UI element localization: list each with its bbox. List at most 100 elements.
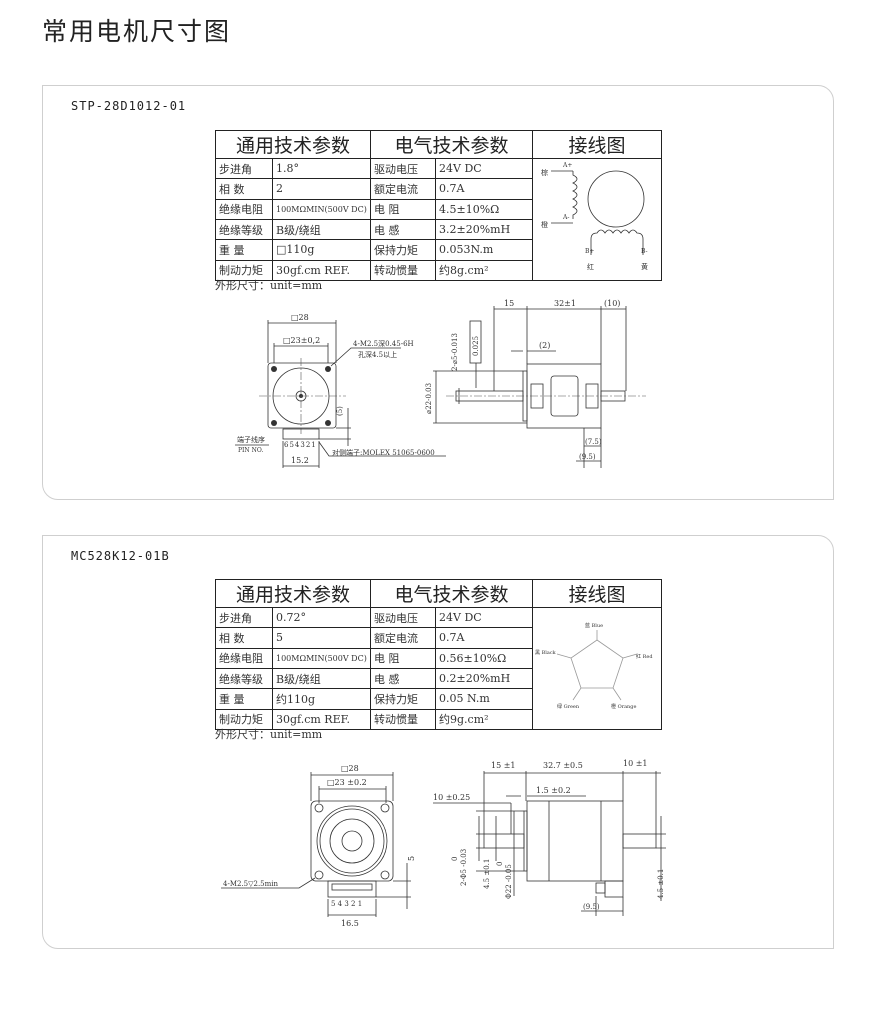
dim-connector-width: 16.5	[341, 919, 359, 928]
header-wiring: 接线图	[532, 579, 662, 608]
wiring-diagram: 棕 A+ 橙 A- B+ B- 红 黄	[532, 158, 662, 281]
dim-shaft-diameter: 2-Φ5 -0.03	[460, 849, 468, 886]
param-value: 24V DC	[435, 606, 533, 629]
dim-flat-front: 4.5 ±0.1	[483, 859, 491, 889]
param-label: 转动惯量	[370, 259, 436, 282]
wire-yellow-label: 黄	[641, 262, 648, 271]
hole-depth-note: 孔深4.5以上	[358, 350, 397, 359]
dim-flange: (2)	[539, 341, 550, 350]
side-view: 15 32±1 (10) (2) 0.025 2-⌀5-0.013 ⌀22-0.…	[425, 299, 646, 468]
wire-a-minus-label: A-	[562, 214, 569, 221]
dimension-drawing: □28 □23±0,2 4-M2.5深0.45-6H 孔深4.5以上 65432…	[235, 299, 646, 468]
param-label: 步进角	[215, 157, 273, 180]
dim-body-length: 32.7 ±0.5	[543, 761, 583, 770]
spec-table: 通用技术参数 电气技术参数 接线图 步进角 0.72° 驱动电压 24V DC …	[215, 579, 662, 731]
wire-a-plus-label: A+	[562, 162, 572, 169]
param-label: 相 数	[215, 178, 273, 200]
param-value: 0.56±10%Ω	[435, 647, 533, 669]
param-label: 绝缘等级	[215, 218, 273, 241]
param-value: 3.2±20%mH	[435, 218, 533, 241]
dim-rear-shaft: (10)	[604, 299, 620, 308]
param-label: 相 数	[215, 627, 273, 649]
dim-flange: 1.5 ±0.2	[536, 786, 571, 795]
front-view: □28 □23±0,2 4-M2.5深0.45-6H 孔深4.5以上 65432…	[235, 313, 446, 468]
motor-model: STP-28D1012-01	[71, 99, 187, 113]
header-electrical: 电气技术参数	[370, 579, 533, 608]
side-view: 15 ±1 32.7 ±0.5 10 ±1 1.5 ±0.2 10 ±0.25 …	[433, 759, 666, 916]
motor-card-mc528k12-01b: MC528K12-01B 通用技术参数 电气技术参数 接线图 步进角 0.72°…	[42, 535, 834, 949]
param-value: 100MΩMIN(500V DC)	[272, 198, 371, 220]
param-label: 驱动电压	[370, 606, 436, 629]
param-label: 额定电流	[370, 178, 436, 200]
wire-black-label: 黑 Black	[535, 650, 557, 656]
wire-orange-label: 橙 Orange	[611, 703, 636, 710]
wire-b-plus-label: B+	[585, 248, 594, 255]
pin-no-label: PIN NO.	[238, 447, 263, 454]
param-value: 5	[272, 627, 371, 649]
param-value: 4.5±10%Ω	[435, 198, 533, 220]
hole-note: 4-M2.5▽2.5min	[223, 880, 279, 888]
dim-bolt-circle: □23±0,2	[283, 336, 320, 345]
param-value: 约9g.cm²	[435, 708, 533, 731]
dim-connector-width: 15.2	[291, 456, 309, 465]
param-label: 驱动电压	[370, 157, 436, 180]
spec-table: 通用技术参数 电气技术参数 接线图 步进角 1.8° 驱动电压 24V DC 棕…	[215, 130, 662, 282]
shaft-tolerance-top: 0	[451, 857, 459, 861]
param-value: 1.8°	[272, 157, 371, 180]
param-label: 电 阻	[370, 647, 436, 669]
wire-orange-label: 橙	[541, 220, 548, 229]
wire-blue-label: 蓝 Blue	[585, 622, 603, 629]
param-value: B级/绕组	[272, 667, 371, 690]
dimension-caption: 外形尺寸：unit=mm	[215, 728, 323, 741]
param-value: 0.053N.m	[435, 239, 533, 261]
param-label: 电 感	[370, 218, 436, 241]
two-phase-wiring-diagram: 棕 A+ 橙 A- B+ B- 红 黄	[541, 162, 648, 271]
header-general: 通用技术参数	[215, 579, 371, 608]
param-value: 30gf.cm REF.	[272, 259, 371, 282]
param-label: 电 阻	[370, 198, 436, 220]
dim-7-5: (7.5)	[585, 438, 602, 446]
param-label: 重 量	[215, 688, 273, 710]
param-label: 绝缘电阻	[215, 198, 273, 220]
five-phase-pentagon-wiring-diagram: 蓝 Blue 红 Red 橙 Orange 绿 Green 黑 Black	[535, 622, 653, 710]
dim-flat-length: 10 ±0.25	[433, 793, 470, 802]
front-view: □28 □23 ±0.2 5 4 3 2 1 16.5 5 4-M2.5▽2.5…	[221, 764, 416, 928]
dim-flat-rear: 4.5 ±0.1	[657, 869, 665, 899]
wire-red-label: 红	[587, 262, 594, 271]
page-title: 常用电机尺寸图	[42, 17, 232, 46]
param-value: 100MΩMIN(500V DC)	[272, 647, 371, 669]
table-row: 步进角 0.72° 驱动电压 24V DC 蓝 Blue 红 Red 橙 Ora…	[215, 606, 662, 730]
dim-pilot-diameter: ⌀22-0.03	[425, 383, 433, 414]
dim-square: □28	[291, 313, 309, 322]
dim-connector-offset: (5)	[336, 406, 344, 416]
dim-pilot-diameter: Φ22 -0.05	[505, 864, 513, 899]
header-wiring: 接线图	[532, 130, 662, 159]
dim-9-5: (9.5)	[583, 903, 600, 911]
dim-shaft-diameter: 2-⌀5-0.013	[451, 333, 459, 371]
param-value: 0.72°	[272, 606, 371, 629]
dim-9-5: (9.5)	[579, 453, 596, 461]
param-value: B级/绕组	[272, 218, 371, 241]
param-label: 绝缘等级	[215, 667, 273, 690]
connector-note: 对侧端子:MOLEX 51065-0600	[332, 448, 435, 457]
pin-order-label: 端子线序	[237, 435, 265, 444]
dimension-caption: 外形尺寸：unit=mm	[215, 279, 323, 292]
param-label: 保持力矩	[370, 688, 436, 710]
wire-red-label: 红 Red	[636, 653, 653, 660]
param-value: 2	[272, 178, 371, 200]
dim-square: □28	[341, 764, 359, 773]
param-label: 制动力矩	[215, 708, 273, 731]
param-value: 0.05 N.m	[435, 688, 533, 710]
dim-body-length: 32±1	[554, 299, 576, 308]
dimension-drawing: □28 □23 ±0.2 5 4 3 2 1 16.5 5 4-M2.5▽2.5…	[221, 759, 666, 928]
motor-card-stp-28d1012-01: STP-28D1012-01 通用技术参数 电气技术参数 接线图 步进角 1.8…	[42, 85, 834, 500]
param-label: 转动惯量	[370, 708, 436, 731]
dim-shaft-length: 15	[504, 299, 514, 308]
dim-rear-shaft: 10 ±1	[623, 759, 648, 768]
wire-green-label: 绿 Green	[557, 703, 580, 710]
